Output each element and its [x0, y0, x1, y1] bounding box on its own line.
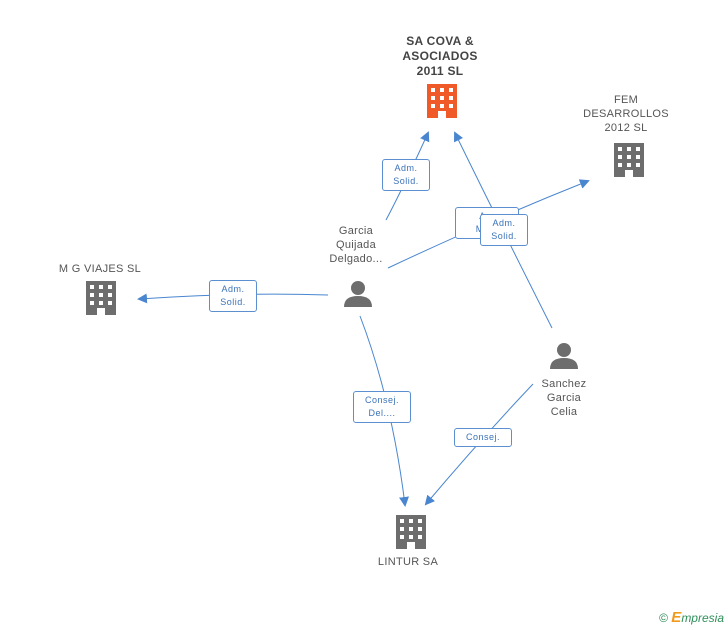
edge-label-garcia-mg[interactable]: Adm. Solid. [209, 280, 257, 312]
edge-label-line: Del.... [368, 408, 396, 418]
label-line: 2012 SL [604, 122, 648, 134]
building-icon[interactable] [396, 515, 426, 549]
label-line: SA COVA & [406, 34, 474, 48]
label-line: Garcia [338, 225, 374, 237]
copyright-symbol: © [659, 611, 668, 625]
edge-label-line: Solid. [491, 231, 517, 241]
brand-name: mpresia [681, 611, 724, 625]
label-line: Delgado... [329, 253, 383, 265]
label-line: LINTUR SA [377, 556, 439, 568]
edge-label-garcia-lintur[interactable]: Consej. Del.... [353, 391, 411, 423]
edge-label-line: Consej. [465, 432, 500, 442]
edge-label-garcia-sacova[interactable]: Adm. Solid. [382, 159, 430, 191]
edge-label-line: Adm. [221, 284, 245, 294]
company-label-lintur[interactable]: LINTUR SA [358, 555, 458, 569]
company-label-fem[interactable]: FEM DESARROLLOS 2012 SL [576, 93, 676, 135]
building-icon[interactable] [614, 143, 644, 177]
edge-label-line: Adm. [492, 218, 516, 228]
person-icon[interactable] [344, 281, 372, 307]
label-line: 2011 SL [416, 64, 464, 78]
edge-label-line: Solid. [393, 176, 419, 186]
brand-initial: E [671, 609, 682, 626]
edge-label-line: Solid. [220, 297, 246, 307]
building-icon[interactable] [86, 281, 116, 315]
building-icon[interactable] [427, 84, 457, 118]
company-label-mg-viajes[interactable]: M G VIAJES SL [40, 262, 160, 276]
edge-label-line: Consej. [364, 395, 399, 405]
empresia-logo[interactable]: © Empresia [659, 609, 724, 626]
edge-label-line: Adm. [394, 163, 418, 173]
label-line: Quijada [335, 239, 376, 251]
edge-label-sanchez-sacova[interactable]: Adm. Solid. [480, 214, 528, 246]
person-icon[interactable] [550, 343, 578, 369]
label-line: Celia [550, 406, 578, 418]
label-line: Sanchez [541, 378, 587, 390]
company-label-sa-cova[interactable]: SA COVA & ASOCIADOS 2011 SL [380, 34, 500, 79]
label-line: DESARROLLOS [583, 108, 669, 120]
label-line: M G VIAJES SL [58, 263, 142, 275]
person-label-garcia[interactable]: Garcia Quijada Delgado... [316, 224, 396, 266]
label-line: Garcia [546, 392, 582, 404]
edge-label-sanchez-lintur[interactable]: Consej. [454, 428, 512, 447]
label-line: FEM [613, 94, 639, 106]
label-line: ASOCIADOS [402, 49, 478, 63]
person-label-sanchez[interactable]: Sanchez Garcia Celia [524, 377, 604, 419]
